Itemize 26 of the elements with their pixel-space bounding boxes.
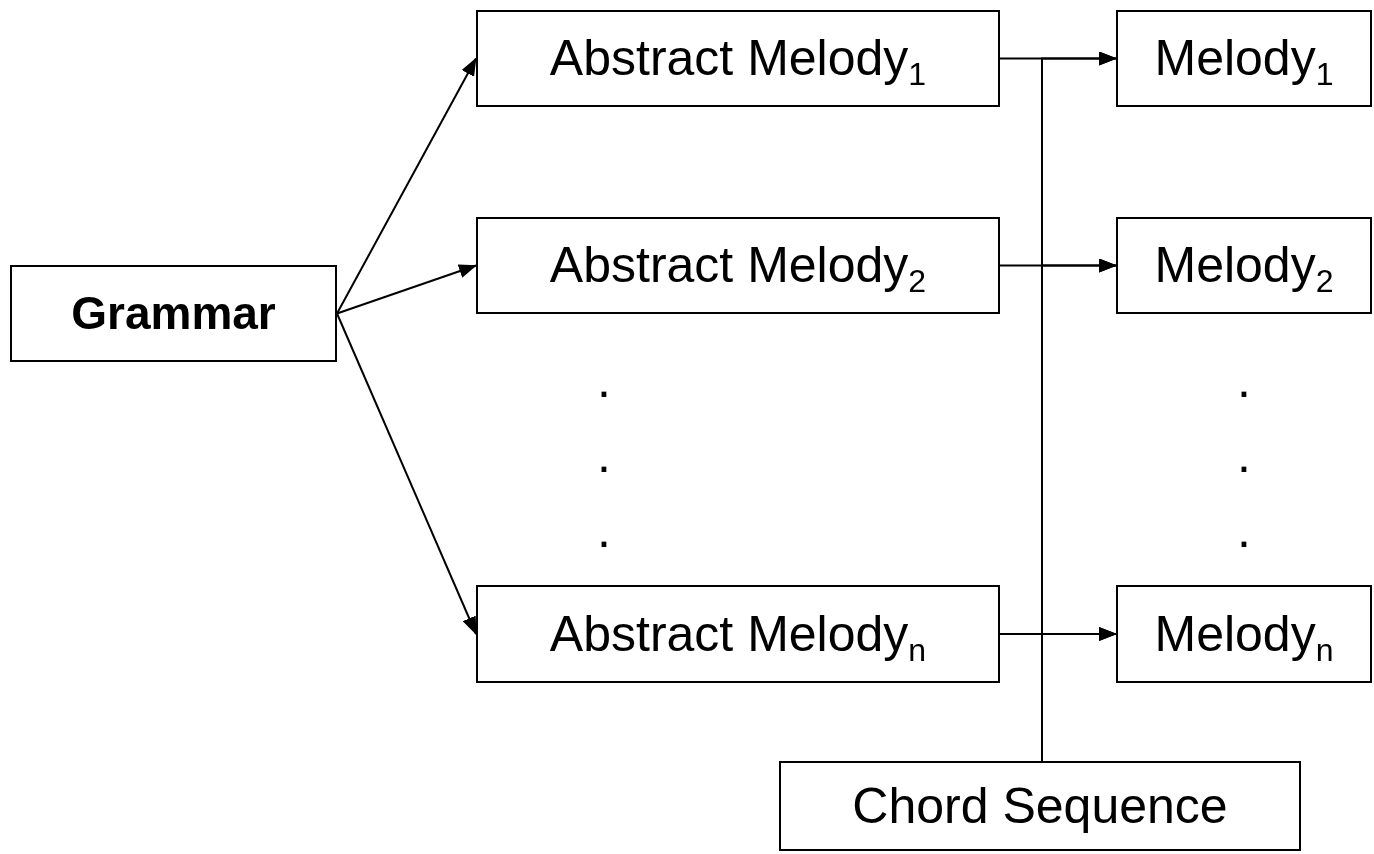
box-label: Abstract Melody$_{n}$ (549, 606, 927, 662)
ellipsis-dot: . (597, 505, 611, 555)
arrow (1041, 627, 1117, 762)
process-box (1116, 10, 1372, 107)
ellipsis-dot: . (597, 355, 611, 405)
box-label: Melody$_{n}$ (1154, 606, 1334, 662)
process-box (1116, 585, 1372, 683)
process-box (476, 585, 1000, 683)
arrow (336, 312, 477, 635)
process-box (10, 265, 337, 362)
box-label: Chord Sequence (852, 778, 1228, 834)
box-label: Abstract Melody$_{1}$ (549, 31, 927, 86)
arrow (336, 57, 477, 315)
arrow (336, 264, 477, 315)
ellipsis-dot: . (1237, 430, 1251, 480)
process-box (476, 10, 1000, 107)
box-label: Abstract Melody$_{2}$ (549, 238, 927, 293)
ellipsis-dot: . (1237, 505, 1251, 555)
box-label: Melody$_{1}$ (1154, 31, 1334, 86)
process-box (779, 761, 1301, 851)
ellipsis-dot: . (597, 430, 611, 480)
process-box (476, 217, 1000, 314)
box-label: Melody$_{2}$ (1154, 238, 1334, 293)
box-label: Grammar (71, 288, 276, 339)
ellipsis-dot: . (1237, 355, 1251, 405)
process-box (1116, 217, 1372, 314)
